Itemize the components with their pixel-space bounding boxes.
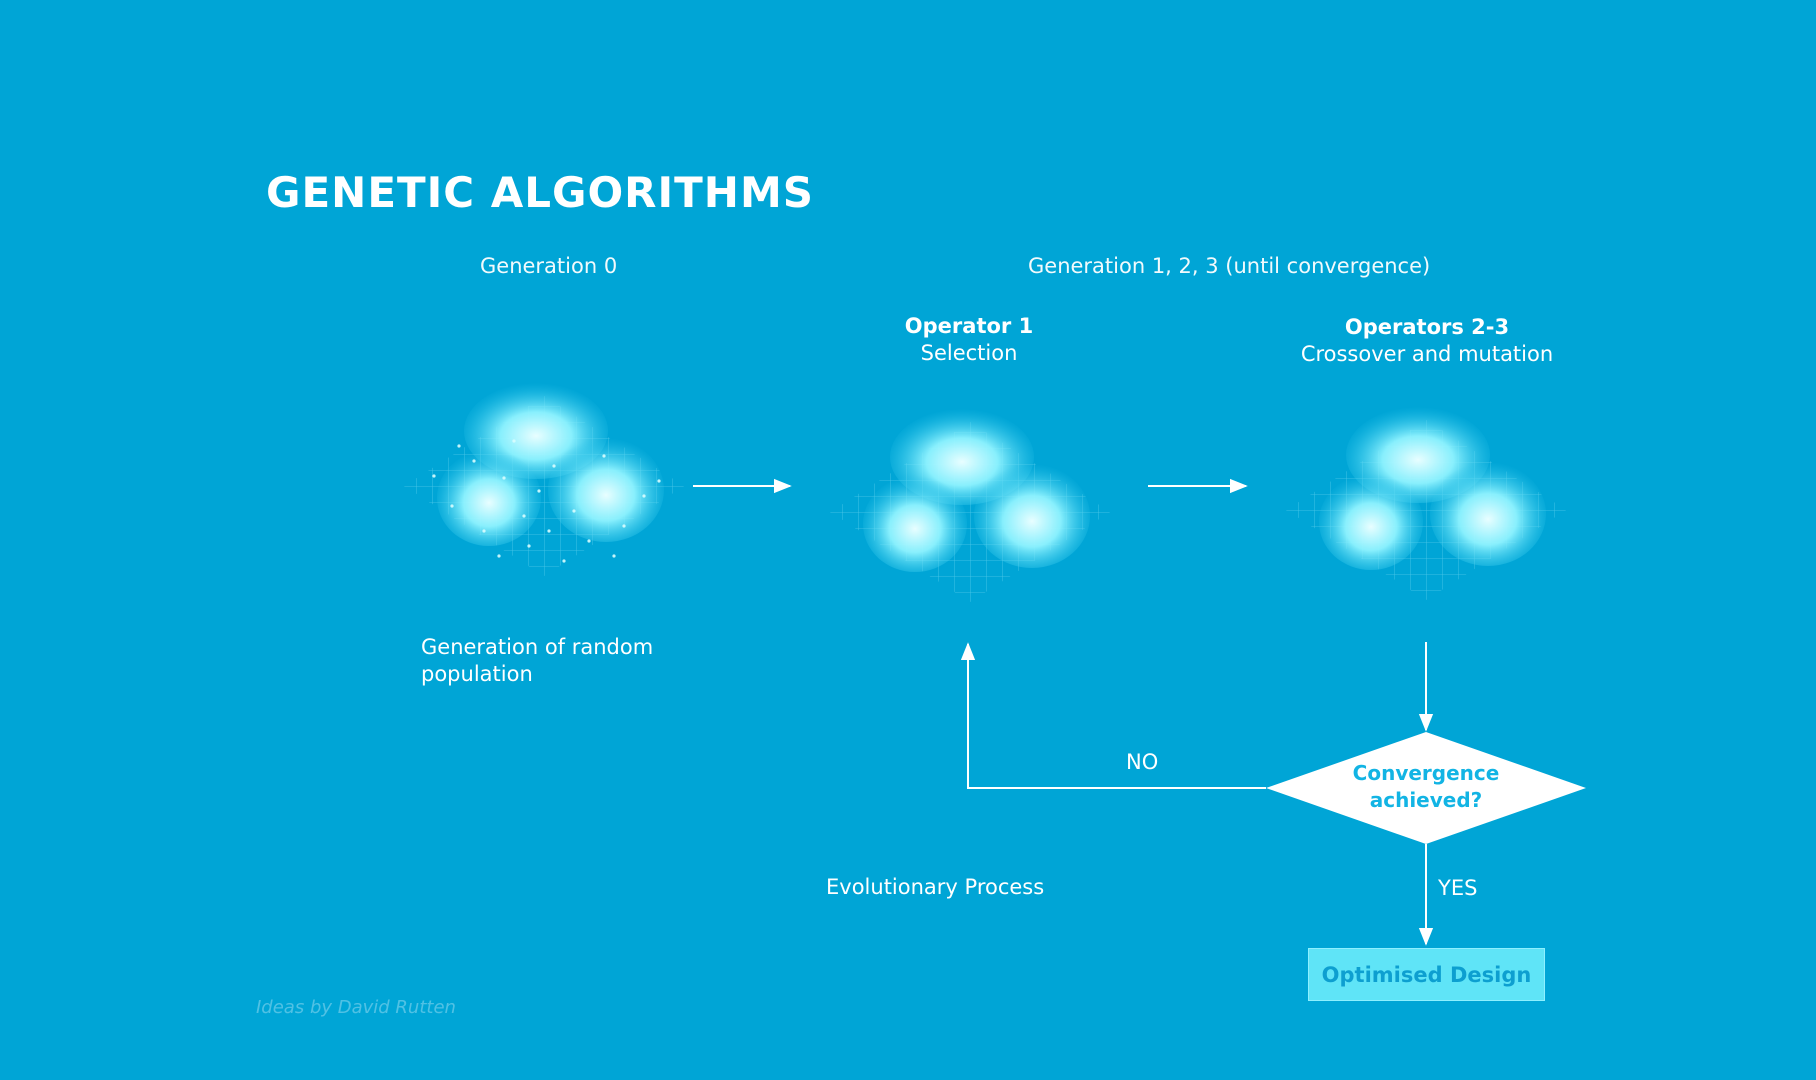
generation-n-header: Generation 1, 2, 3 (until convergence)	[1028, 254, 1431, 278]
operator-2-3-subtitle: Crossover and mutation	[1300, 342, 1554, 366]
convergence-decision-diamond	[1266, 732, 1586, 844]
no-loop-arrow	[960, 642, 1266, 789]
random-population-caption-line-2: population	[421, 662, 533, 686]
fitness-landscape-generation-0	[404, 383, 684, 576]
yes-label: YES	[1438, 876, 1478, 900]
convergence-question-line-1: Convergence	[1352, 761, 1500, 785]
no-label: NO	[1126, 750, 1159, 774]
optimised-design-box: Optimised Design	[1308, 948, 1545, 1001]
page-title: GENETIC ALGORITHMS	[266, 168, 814, 217]
credit-text: Ideas by David Rutten	[256, 997, 456, 1018]
convergence-question: Convergence achieved?	[1326, 760, 1526, 814]
optimised-design-label: Optimised Design	[1321, 962, 1532, 987]
evolutionary-process-caption: Evolutionary Process	[826, 875, 1045, 899]
operator-1-subtitle: Selection	[920, 341, 1018, 365]
fitness-landscape-selection	[830, 409, 1110, 602]
operator-1-title: Operator 1	[904, 314, 1034, 338]
fitness-landscape-crossover-mutation	[1286, 407, 1566, 600]
generation-0-header: Generation 0	[480, 254, 618, 278]
random-population-caption-line-1: Generation of random	[421, 635, 654, 659]
convergence-question-line-2: achieved?	[1369, 788, 1483, 812]
operator-2-3-title: Operators 2-3	[1344, 315, 1510, 339]
